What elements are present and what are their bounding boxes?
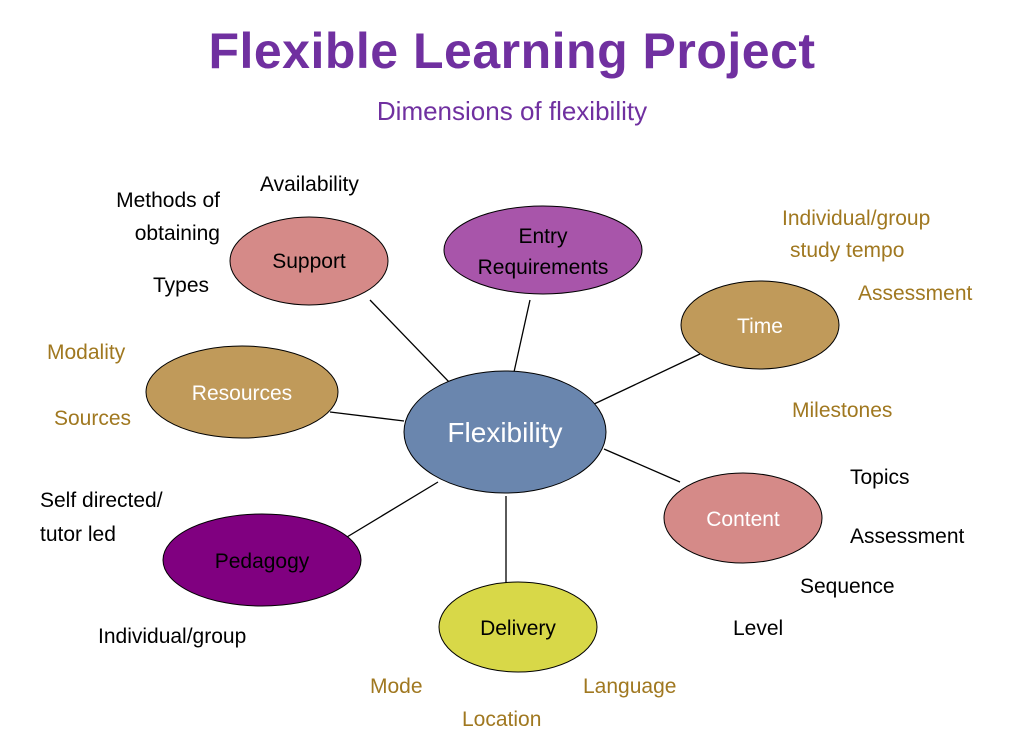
label-topics: Topics <box>850 466 910 489</box>
node-entry-shape <box>443 205 643 295</box>
label-location: Location <box>462 708 542 731</box>
node-delivery: Delivery <box>438 581 598 673</box>
node-entry-label-line2: Requirements <box>478 256 609 279</box>
label-milestones: Milestones <box>792 399 893 422</box>
node-support: Support <box>229 216 389 306</box>
page-title: Flexible Learning Project <box>208 23 816 79</box>
node-time-label: Time <box>737 315 783 338</box>
label-individual-group: Individual/group <box>98 625 247 648</box>
label-mode: Mode <box>370 675 423 698</box>
label-obtaining: obtaining <box>134 222 220 245</box>
label-types: Types <box>153 274 210 297</box>
label-availability: Availability <box>260 173 359 196</box>
node-resources: Resources <box>145 345 339 439</box>
node-entry-label-line1: Entry <box>518 225 568 248</box>
node-content-shape <box>663 472 823 564</box>
node-time-shape <box>680 280 840 370</box>
node-time: Time <box>680 280 840 370</box>
label-sequence: Sequence <box>800 575 895 598</box>
label-level: Level <box>733 617 784 640</box>
page-subtitle: Dimensions of flexibility <box>376 96 648 126</box>
connector-pedagogy <box>341 481 439 541</box>
label-tutor-led: tutor led <box>40 523 116 546</box>
label-sources: Sources <box>54 407 132 430</box>
label-self-directed: Self directed/ <box>40 489 163 512</box>
node-resources-label: Resources <box>192 382 292 405</box>
node-entry: Entry Requirements <box>443 205 643 295</box>
node-content: Content <box>663 472 823 564</box>
label-time-assessment: Assessment <box>858 282 973 305</box>
node-center-label: Flexibility <box>447 417 562 448</box>
node-pedagogy: Pedagogy <box>162 513 362 607</box>
connector-support <box>369 299 451 384</box>
label-study-tempo: study tempo <box>790 239 905 262</box>
node-content-label: Content <box>706 508 780 531</box>
connector-lines <box>329 299 701 586</box>
node-center: Flexibility <box>403 370 607 494</box>
connector-resources <box>329 411 405 422</box>
node-delivery-label: Delivery <box>480 617 556 640</box>
node-pedagogy-label: Pedagogy <box>215 550 310 573</box>
label-content-assessment: Assessment <box>850 525 965 548</box>
node-pedagogy-shape <box>162 513 362 607</box>
node-resources-shape <box>145 345 339 439</box>
connector-entry <box>513 299 531 373</box>
node-center-shape <box>403 370 607 494</box>
label-methods-of: Methods of <box>116 189 220 212</box>
node-support-label: Support <box>272 250 346 273</box>
connector-content <box>603 448 681 483</box>
label-individual-group-study: Individual/group <box>782 207 931 230</box>
label-language: Language <box>583 675 677 698</box>
node-support-shape <box>229 216 389 306</box>
connector-time <box>591 353 701 406</box>
label-modality: Modality <box>47 341 126 364</box>
node-delivery-shape <box>438 581 598 673</box>
